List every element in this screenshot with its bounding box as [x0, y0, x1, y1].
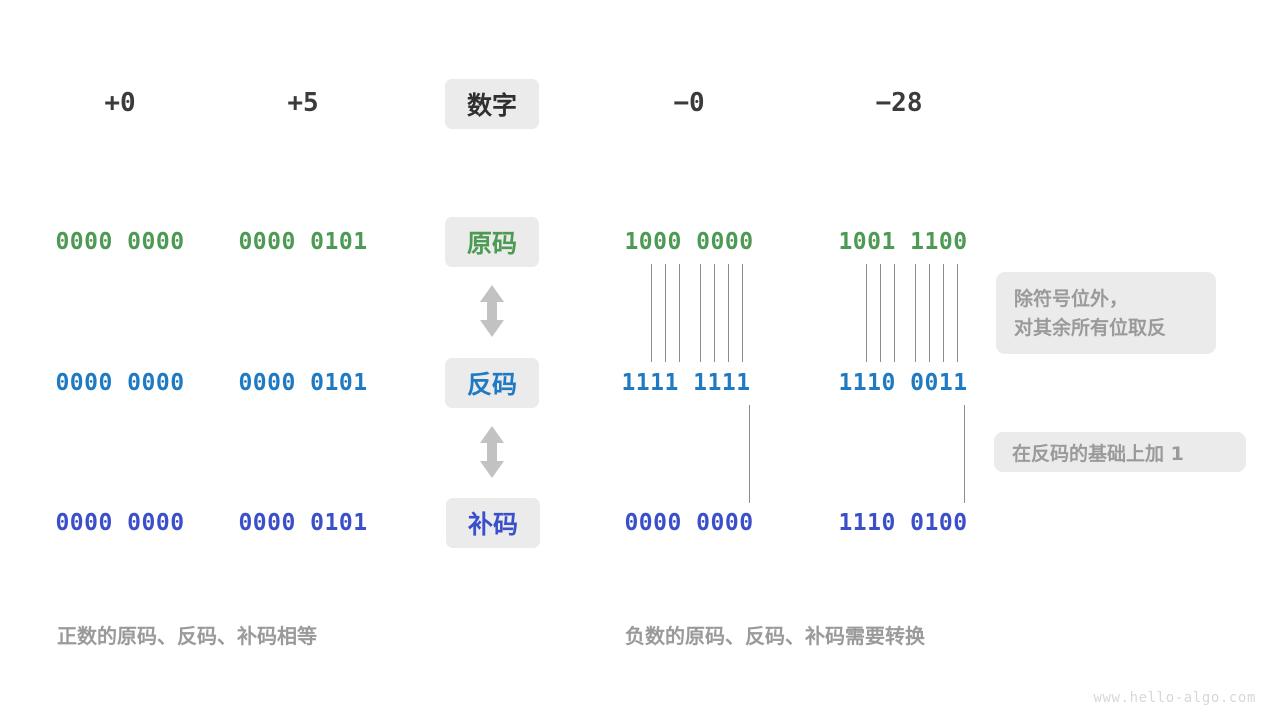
- header-value-minus-twentyeight: −28: [875, 88, 923, 118]
- bit-connector-line: [866, 264, 867, 362]
- row-label-chip-sign-magnitude: 原码: [445, 217, 539, 267]
- row-ones-complement-value-plus-five: 0000 0101: [238, 370, 368, 396]
- row-label-chip-twos-complement: 补码: [446, 498, 540, 548]
- header-value-plus-zero: +0: [104, 88, 136, 118]
- site-watermark: www.hello-algo.com: [1093, 690, 1256, 706]
- header-value-plus-five: +5: [287, 88, 319, 118]
- row-sign-magnitude-value-minus-zero: 1000 0000: [624, 229, 754, 255]
- row-header-chip-number: 数字: [445, 79, 539, 129]
- annotation-invert-bits: 除符号位外， 对其余所有位取反: [996, 272, 1216, 354]
- annotation-invert-bits-line-2: 对其余所有位取反: [1014, 317, 1167, 340]
- row-ones-complement-value-minus-twentyeight: 1110 0011: [838, 370, 968, 396]
- bit-connector-line: [742, 264, 743, 362]
- carry-connector-line: [749, 405, 750, 503]
- bit-connector-line: [665, 264, 666, 362]
- annotation-invert-bits-line-1: 除符号位外，: [1014, 288, 1129, 310]
- bit-connector-line: [714, 264, 715, 362]
- row-label-chip-ones-complement: 反码: [445, 358, 539, 408]
- bit-connector-line: [728, 264, 729, 362]
- bit-connector-line: [957, 264, 958, 362]
- header-value-minus-zero: −0: [673, 88, 705, 118]
- row-twos-complement-value-plus-zero: 0000 0000: [55, 510, 185, 536]
- bit-connector-line: [929, 264, 930, 362]
- row-sign-magnitude-value-minus-twentyeight: 1001 1100: [838, 229, 968, 255]
- row-sign-magnitude-value-plus-five: 0000 0101: [238, 229, 368, 255]
- bit-connector-line: [943, 264, 944, 362]
- bit-connector-line: [651, 264, 652, 362]
- caption-negative-numbers: 负数的原码、反码、补码需要转换: [625, 624, 925, 648]
- row-twos-complement-value-minus-twentyeight: 1110 0100: [838, 510, 968, 536]
- bit-connector-line: [880, 264, 881, 362]
- caption-positive-numbers: 正数的原码、反码、补码相等: [57, 624, 317, 648]
- carry-connector-line: [964, 405, 965, 503]
- bit-connector-line: [915, 264, 916, 362]
- row-ones-complement-value-minus-zero: 1111 1111: [621, 370, 751, 396]
- row-ones-complement-value-plus-zero: 0000 0000: [55, 370, 185, 396]
- row-sign-magnitude-value-plus-zero: 0000 0000: [55, 229, 185, 255]
- bit-connector-line: [700, 264, 701, 362]
- annotation-add-one: 在反码的基础上加 1: [994, 432, 1246, 472]
- double-arrow-vertical-icon: [475, 424, 509, 484]
- bit-connector-line: [894, 264, 895, 362]
- double-arrow-vertical-icon: [475, 283, 509, 343]
- annotation-add-one-line-1: 在反码的基础上加 1: [1012, 443, 1184, 465]
- row-twos-complement-value-plus-five: 0000 0101: [238, 510, 368, 536]
- row-twos-complement-value-minus-zero: 0000 0000: [624, 510, 754, 536]
- bit-connector-line: [679, 264, 680, 362]
